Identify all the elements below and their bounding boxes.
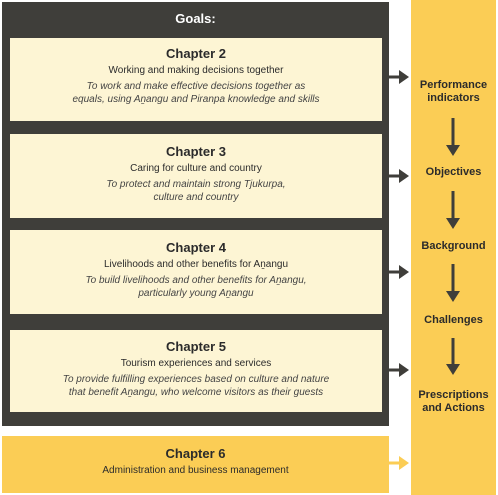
description-line: To provide fulfilling experiences based … (62, 374, 330, 385)
planning-steps-column (411, 0, 496, 495)
chapter-subtitle: Caring for culture and country (130, 163, 262, 174)
chapter-title: Chapter 5 (166, 339, 226, 354)
step-label-line: Prescriptions (418, 389, 489, 401)
description-line: particularly young Aṉangu (138, 288, 254, 299)
right-arrow-icon (389, 265, 409, 279)
down-arrow-icon (446, 264, 460, 302)
chapter-title: Chapter 6 (165, 446, 226, 461)
chapter-subtitle: Administration and business management (102, 465, 289, 476)
description-line: To work and make effective decisions tog… (86, 81, 306, 92)
step-label-line: Background (421, 240, 486, 252)
down-arrow-icon (446, 338, 460, 375)
chapter-3-box: Chapter 3 Caring for culture and country… (10, 134, 382, 218)
step-label-line: Performance (419, 79, 488, 91)
description-line: culture and country (153, 192, 239, 203)
right-arrow-icon (389, 456, 409, 470)
step-label-line: indicators (427, 92, 480, 104)
description-line: that benefit Aṉangu, who welcome visitor… (68, 387, 324, 398)
description-line: To build livelihoods and other benefits … (85, 275, 307, 286)
step-label-line: Objectives (425, 166, 482, 178)
chapter-description: To work and make effective decisions tog… (10, 80, 382, 106)
step-performance-indicators: Performance indicators (411, 79, 496, 105)
chapter-subtitle: Tourism experiences and services (120, 358, 272, 369)
down-arrow-icon (446, 191, 460, 229)
chapter-subtitle: Working and making decisions together (108, 65, 284, 76)
chapter-description: To build livelihoods and other benefits … (10, 274, 382, 300)
chapter-description: To provide fulfilling experiences based … (10, 373, 382, 399)
right-arrow-icon (389, 363, 409, 377)
chapter-subtitle: Livelihoods and other benefits for Aṉang… (103, 259, 289, 270)
step-challenges: Challenges (411, 314, 496, 327)
description-line: equals, using Aṉangu and Piranpa knowled… (72, 94, 320, 105)
right-arrow-icon (389, 169, 409, 183)
chapter-title: Chapter 4 (166, 240, 226, 255)
step-objectives: Objectives (411, 166, 496, 179)
chapter-6-box: Chapter 6 Administration and business ma… (2, 436, 389, 493)
goals-title: Goals: (175, 11, 216, 26)
step-label-line: and Actions (422, 402, 485, 414)
chapter-description: To protect and maintain strong Tjukurpa,… (10, 178, 382, 204)
chapter-2-box: Chapter 2 Working and making decisions t… (10, 38, 382, 121)
step-prescriptions-and-actions: Prescriptions and Actions (411, 389, 496, 415)
right-arrow-icon (389, 70, 409, 84)
step-background: Background (411, 240, 496, 253)
chapter-4-box: Chapter 4 Livelihoods and other benefits… (10, 230, 382, 314)
step-label-line: Challenges (424, 314, 483, 326)
chapter-title: Chapter 3 (166, 144, 226, 159)
chapter-5-box: Chapter 5 Tourism experiences and servic… (10, 330, 382, 412)
down-arrow-icon (446, 118, 460, 156)
chapter-title: Chapter 2 (166, 46, 226, 61)
description-line: To protect and maintain strong Tjukurpa, (106, 179, 286, 190)
